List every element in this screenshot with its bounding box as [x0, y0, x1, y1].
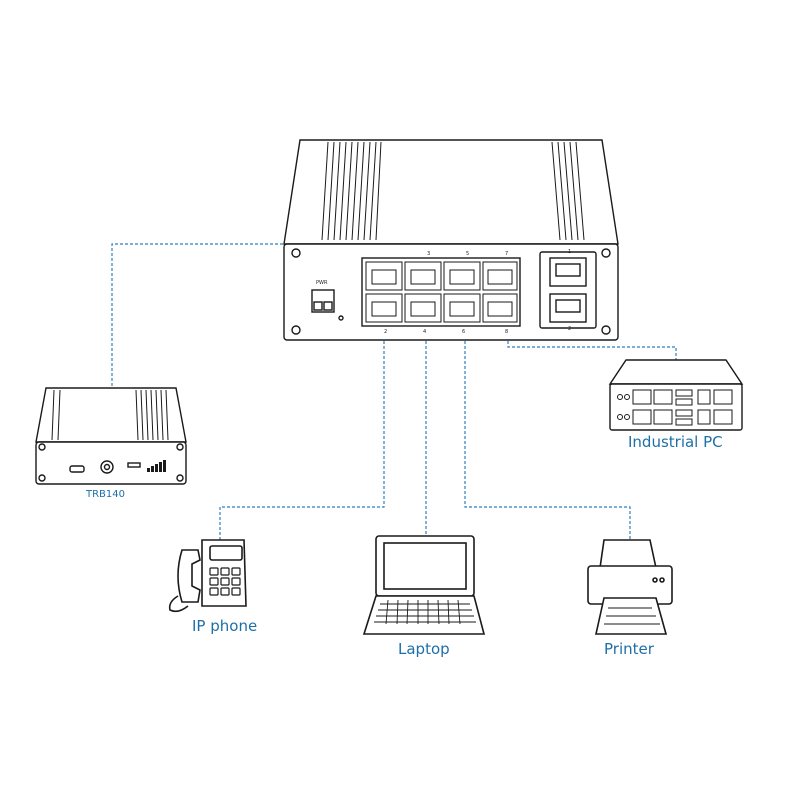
switch-icon [283, 139, 619, 341]
port-number: 7 [505, 251, 508, 257]
port-numbers-top: 3 5 7 1 [427, 249, 571, 257]
connection-lines [111, 243, 677, 540]
router-icon [35, 387, 187, 485]
printer-label: Printer [604, 640, 654, 658]
link-router [111, 243, 385, 393]
port-number: 6 [462, 329, 465, 335]
printer-icon [587, 539, 673, 635]
ip-phone-label: IP phone [192, 617, 258, 635]
port-number: 5 [466, 251, 469, 257]
pwr-label: PWR [316, 280, 328, 286]
sfp-number: 1 [568, 249, 571, 255]
link-printer [464, 326, 631, 540]
port-number: 4 [423, 329, 426, 335]
laptop-label: Laptop [398, 640, 450, 658]
sfp-number: 2 [568, 326, 571, 332]
ip-phone-icon [168, 539, 247, 613]
laptop-icon [362, 535, 486, 635]
port-number: 8 [505, 329, 508, 335]
industrial-pc-icon [608, 359, 744, 431]
port-number: 2 [384, 329, 387, 335]
industrial-pc-label: Industrial PC [628, 433, 723, 451]
link-ip-phone [219, 326, 385, 540]
router-label: TRB140 [86, 489, 126, 500]
port-numbers-bottom: 2 4 6 8 2 [384, 326, 571, 335]
port-number: 3 [427, 251, 430, 257]
